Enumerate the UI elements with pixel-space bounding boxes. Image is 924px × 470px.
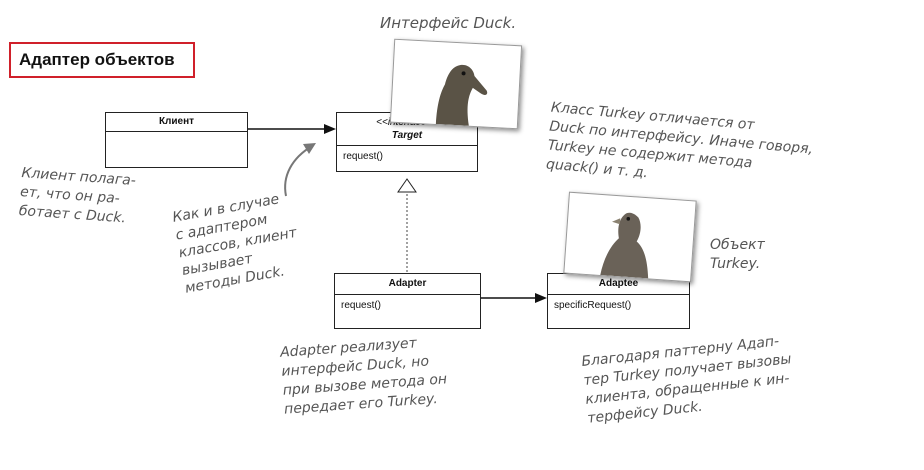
adapter-adaptee-arrowhead [535, 293, 547, 303]
target-method: request() [343, 151, 384, 162]
adapter-class-box: Adapter request() [334, 273, 481, 329]
note-turkey-object-line: Объект [710, 237, 765, 253]
diagram-title: Адаптер объектов [9, 42, 195, 78]
turkey-illustration [600, 212, 649, 279]
client-target-arrowhead [324, 124, 336, 134]
note-client: Клиент полага- ет, что он ра- ботает с D… [18, 164, 136, 229]
client-class-body [106, 132, 247, 142]
target-interface-name: Target [391, 130, 423, 141]
note-turkey-object: Объект Turkey. [710, 236, 765, 274]
note-duck-interface-text: Интерфейс Duck. [380, 14, 517, 32]
note-duck-interface: Интерфейс Duck. [380, 14, 516, 33]
adaptee-class-name: Adaptee [548, 274, 689, 295]
adapter-method: request() [341, 300, 382, 311]
client-class-name: Клиент [106, 113, 247, 132]
duck-photo [389, 38, 523, 130]
adaptee-method: specificRequest() [554, 300, 632, 311]
note-turkey-object-line: Turkey. [710, 256, 761, 272]
note-arrowhead [303, 143, 316, 154]
adaptee-class-box: Adaptee specificRequest() [547, 273, 690, 329]
client-class-box: Клиент [105, 112, 248, 168]
realization-triangle [397, 178, 417, 193]
note-adapter-impl: Adapter реализует интерфейс Duck, но при… [280, 332, 449, 419]
turkey-photo [563, 191, 697, 283]
adapter-class-name: Adapter [335, 274, 480, 295]
note-curved-arrow [284, 145, 313, 197]
duck-illustration [435, 64, 488, 126]
